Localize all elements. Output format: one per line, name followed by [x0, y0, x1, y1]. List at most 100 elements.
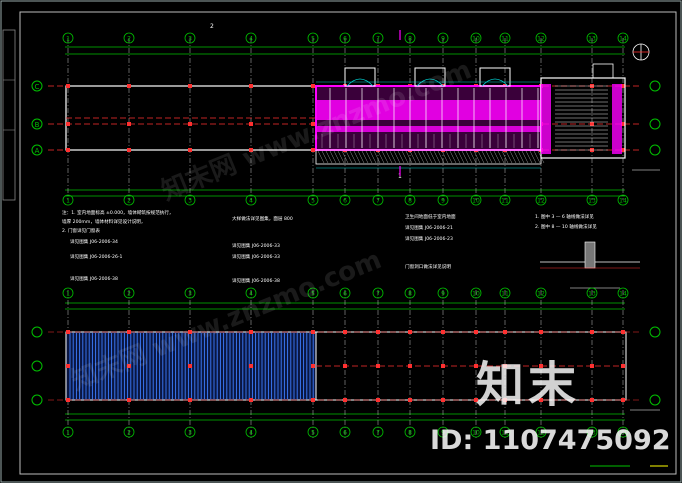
axis-bubble	[339, 32, 351, 44]
axis-bubble	[586, 287, 598, 299]
axis-label: 2	[127, 198, 131, 205]
axis-bubble	[307, 194, 319, 206]
axis-label: 13	[588, 291, 596, 298]
axis-bubble	[404, 194, 416, 206]
axis-bubble	[617, 32, 629, 44]
note-2-4: 详见图集 J06-2006-38	[232, 277, 280, 284]
axis-bubble	[470, 194, 482, 206]
axis-label: 8	[408, 36, 412, 43]
axis-bubble	[617, 194, 629, 206]
axis-label: 14	[619, 430, 627, 437]
axis-label: 8	[408, 198, 412, 205]
detail-diagram	[540, 241, 640, 289]
axis-bubble	[372, 194, 384, 206]
axis-label: 6	[343, 291, 347, 298]
axis-bubble	[307, 32, 319, 44]
axis-label: 9	[441, 36, 445, 43]
axis-label: 5	[311, 291, 315, 298]
axis-label: 3	[188, 291, 192, 298]
note-2-2: 详见图集 J06-2006-33	[232, 242, 280, 249]
row-label-a: A	[35, 147, 40, 155]
note-3-3: 详见图集 J06-2006-23	[405, 235, 453, 242]
axis-bubble	[499, 426, 511, 438]
axis-label: 10	[472, 198, 480, 205]
axis-label: 14	[619, 198, 627, 205]
section-mark-2: 2	[210, 23, 214, 30]
axis-bubble	[617, 426, 629, 438]
axis-label: 8	[408, 291, 412, 298]
axis-label: 1	[66, 430, 70, 437]
note-1-3: 2. 门窗详见门窗表	[62, 227, 100, 234]
axis-bubble	[339, 426, 351, 438]
axis-label: 3	[188, 430, 192, 437]
note-2-3: 详见图集 J06-2006-33	[232, 253, 280, 260]
axis-bubble	[404, 426, 416, 438]
axis-label: 10	[472, 430, 480, 437]
axis-label: 9	[441, 291, 445, 298]
axis-label: 14	[619, 36, 627, 43]
note-1-2: 墙厚 200mm，墙体材料详见设计说明，	[62, 218, 146, 225]
magenta-block	[315, 67, 545, 169]
axis-bubble	[184, 287, 196, 299]
axis-bubble	[437, 32, 449, 44]
axis-bubble	[499, 287, 511, 299]
axis-label: 1	[66, 198, 70, 205]
axis-bubble	[617, 287, 629, 299]
note-1-4: 详见图集 J06-2006-34	[70, 238, 118, 245]
axis-label: 9	[441, 198, 445, 205]
watermark-id: ID: 1107475092	[430, 425, 671, 456]
axis-label: 3	[188, 198, 192, 205]
note-2-1: 大样做法详见图集，面层 800	[232, 215, 293, 222]
axis-label: 2	[127, 291, 131, 298]
binding-strip	[2, 29, 16, 201]
axis-label: 11	[501, 430, 509, 437]
axis-bubble	[307, 426, 319, 438]
note-1-1: 注：1. 室内地面标高 ±0.000，墙体砌筑按规范执行，	[62, 209, 174, 216]
axis-label: 4	[249, 291, 253, 298]
axis-label: 11	[501, 198, 509, 205]
axis-bubble	[372, 32, 384, 44]
axis-bubble	[62, 426, 74, 438]
watermark-logo-text: 知末	[476, 357, 581, 413]
axis-bubble	[123, 194, 135, 206]
axis-bubble	[404, 32, 416, 44]
note-4-2: 2. 图中 8 — 10 轴线做法详见	[535, 223, 597, 230]
axis-label: 4	[249, 430, 253, 437]
note-1-6: 详见图集 J06-2006-38	[70, 275, 118, 282]
axis-label: 5	[311, 198, 315, 205]
axis-bubble	[404, 287, 416, 299]
axis-label: 6	[343, 36, 347, 43]
axis-label: 13	[588, 430, 596, 437]
axis-bubble	[245, 426, 257, 438]
row-bubbles-left: C B A	[31, 80, 43, 156]
axis-label: 12	[537, 430, 545, 437]
row-bubbles-right	[649, 80, 661, 156]
note-4-1: 1. 图中 3 — 6 轴线做法详见	[535, 213, 594, 220]
axis-label: 4	[249, 198, 253, 205]
axis-bubble	[184, 194, 196, 206]
axis-label: 12	[537, 291, 545, 298]
axis-bubble	[535, 287, 547, 299]
axis-bubble	[307, 287, 319, 299]
axis-bubble	[339, 194, 351, 206]
axis-label: 10	[472, 291, 480, 298]
axis-label: 13	[588, 198, 596, 205]
axis-bubble	[535, 194, 547, 206]
axis-label: 8	[408, 430, 412, 437]
axis-label: 13	[588, 36, 596, 43]
row-label-c: C	[35, 83, 40, 91]
axis-label: 2	[127, 36, 131, 43]
axis-bubble	[437, 426, 449, 438]
axis-bubble	[245, 287, 257, 299]
axis-bubble	[437, 194, 449, 206]
section-mark-1: 1	[398, 173, 402, 180]
axis-bubble	[123, 287, 135, 299]
note-1-5: 详见图集 J06-2006-26-1	[70, 253, 123, 260]
axis-bubble	[245, 194, 257, 206]
note-3-4: 门窗洞口做法详见说明	[405, 263, 451, 270]
right-block	[540, 43, 650, 159]
axis-bubble	[535, 426, 547, 438]
